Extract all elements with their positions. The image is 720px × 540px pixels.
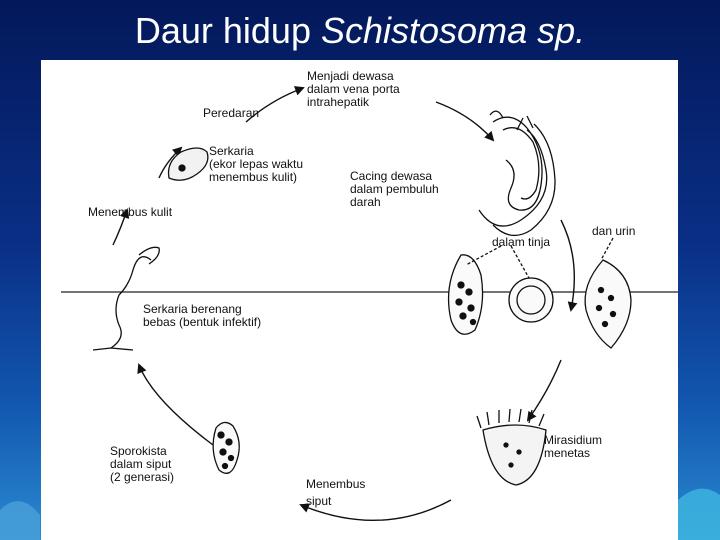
label-adult-worm-line2: dalam pembuluh bbox=[350, 182, 439, 196]
label-snail-penetration-line2: siput bbox=[306, 494, 332, 508]
egg-stool-left bbox=[447, 254, 484, 335]
lifecycle-diagram: Menjadi dewasa dalam vena porta intrahep… bbox=[41, 60, 678, 540]
label-snail-penetration: Menembus siput bbox=[306, 478, 365, 508]
arrow-to-miracidium bbox=[526, 359, 562, 422]
label-sporocyst-line3: (2 generasi) bbox=[110, 470, 175, 484]
label-miracidium: Mirasidium menetas bbox=[544, 434, 602, 460]
label-miracidium-line1: Mirasidium bbox=[544, 433, 603, 447]
label-sporocyst-line2: dalam siput bbox=[110, 457, 172, 471]
egg-urine bbox=[584, 259, 632, 349]
arrow-to-snail bbox=[299, 499, 452, 522]
slide-title: Daur hidup Schistosoma sp. bbox=[0, 10, 720, 52]
label-cercaria-line3: menembus kulit) bbox=[209, 170, 298, 184]
arrow-to-skin bbox=[112, 208, 130, 246]
label-cercaria-line2: (ekor lepas waktu bbox=[209, 157, 304, 171]
free-cercaria-illustration bbox=[92, 246, 160, 351]
label-adult-worm-line3: darah bbox=[350, 195, 381, 209]
label-sporocyst-line1: Sporokista bbox=[110, 444, 167, 458]
label-circulation: Peredaran bbox=[203, 106, 260, 120]
arrow-to-mature bbox=[245, 86, 305, 123]
water-wave-decoration bbox=[0, 488, 720, 540]
label-free-cercaria: Serkaria berenang bebas (bentuk infektif… bbox=[143, 303, 261, 329]
label-skin-penetration: Menembus kulit bbox=[88, 205, 173, 219]
label-in-stool: dalam tinja bbox=[492, 235, 551, 249]
arrow-to-adult bbox=[435, 101, 495, 142]
title-text: Daur hidup bbox=[134, 10, 311, 51]
miracidium-illustration bbox=[476, 408, 547, 486]
label-mature-line3: intrahepatik bbox=[307, 95, 370, 109]
arrow-to-free-cercaria bbox=[137, 363, 214, 446]
label-mature: Menjadi dewasa dalam vena porta intrahep… bbox=[307, 70, 400, 109]
title-species: Schistosoma sp. bbox=[321, 10, 586, 51]
arrow-to-circulation bbox=[158, 146, 183, 179]
label-cercaria: Serkaria (ekor lepas waktu menembus kuli… bbox=[209, 145, 303, 184]
label-free-cercaria-line1: Serkaria berenang bbox=[143, 302, 242, 316]
label-cercaria-line1: Serkaria bbox=[209, 144, 254, 158]
egg-illustrations bbox=[447, 237, 632, 349]
label-snail-penetration-line1: Menembus bbox=[306, 477, 366, 491]
cycle-arrows bbox=[112, 86, 578, 522]
label-mature-line1: Menjadi dewasa bbox=[307, 69, 394, 83]
label-adult-worm: Cacing dewasa dalam pembuluh darah bbox=[350, 170, 439, 209]
label-mature-line2: dalam vena porta bbox=[307, 82, 400, 96]
arrow-to-eggs bbox=[560, 219, 578, 312]
label-in-urine: dan urin bbox=[592, 224, 636, 238]
sporocyst-illustration bbox=[212, 421, 240, 474]
label-miracidium-line2: menetas bbox=[544, 446, 591, 460]
label-free-cercaria-line2: bebas (bentuk infektif) bbox=[143, 315, 262, 329]
label-sporocyst: Sporokista dalam siput (2 generasi) bbox=[110, 445, 174, 484]
label-adult-worm-line1: Cacing dewasa bbox=[350, 169, 433, 183]
cercaria-illustration bbox=[167, 147, 209, 181]
adult-worm-illustration bbox=[478, 110, 556, 237]
lifecycle-drawing bbox=[61, 86, 678, 522]
egg-stool-round bbox=[508, 277, 554, 323]
